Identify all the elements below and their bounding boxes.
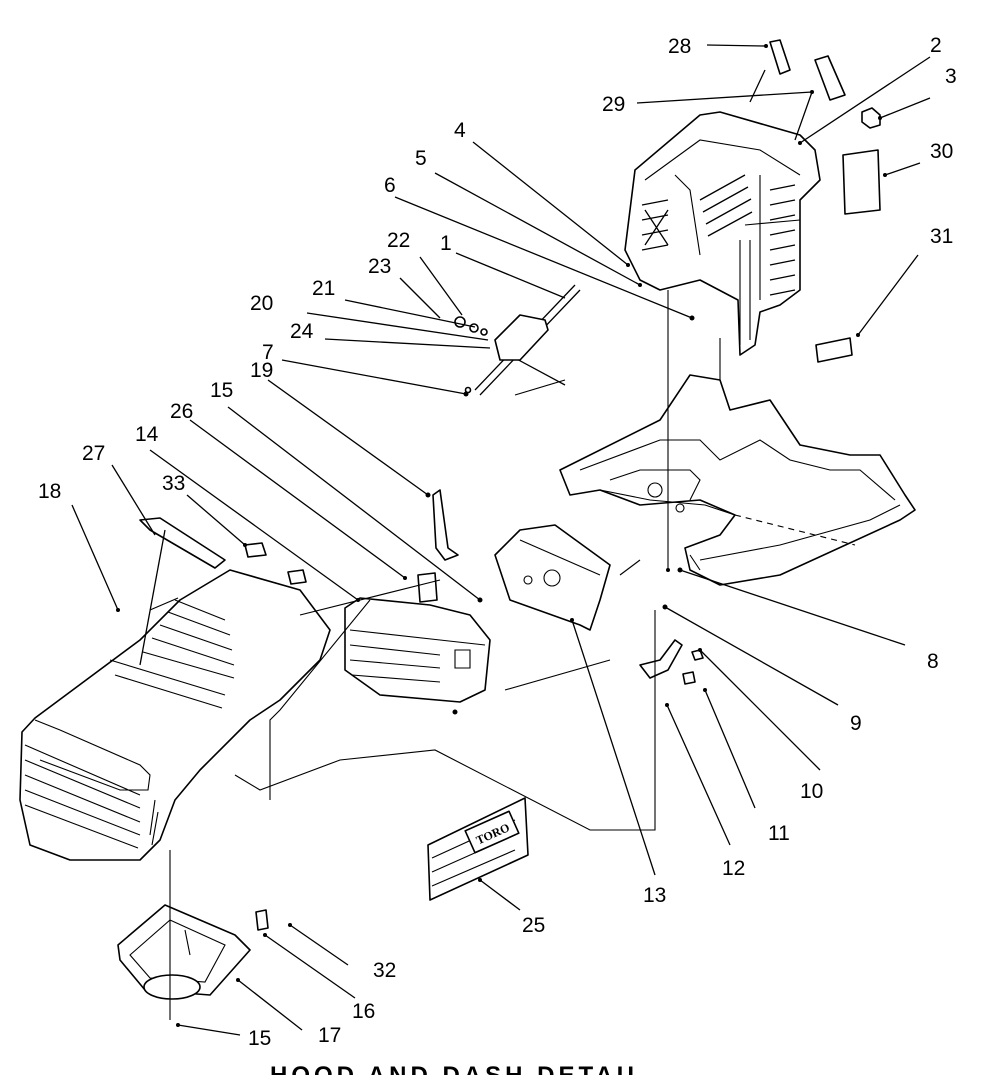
callout-32: 32 xyxy=(373,959,396,982)
callout-24: 24 xyxy=(290,320,314,343)
callout-23: 23 xyxy=(368,255,391,278)
callout-4: 4 xyxy=(454,119,466,142)
hood-part xyxy=(19,569,331,861)
bumper-33-part xyxy=(244,542,267,558)
callout-27: 27 xyxy=(82,442,105,465)
callout-labels: 1 2 3 4 5 6 7 8 9 10 11 12 13 14 15 16 1… xyxy=(38,34,957,1050)
nut-10-part xyxy=(691,649,704,661)
trim-strip-27-part xyxy=(139,517,226,569)
bumper-33b-part xyxy=(287,569,307,585)
callout-8: 8 xyxy=(927,650,939,673)
leader-dots xyxy=(116,44,887,1027)
clip-16-part xyxy=(255,909,269,931)
callout-17: 17 xyxy=(318,1024,341,1047)
callout-13: 13 xyxy=(643,884,666,907)
callout-10: 10 xyxy=(800,780,823,803)
callout-12: 12 xyxy=(722,857,745,880)
bracket-19-part xyxy=(432,489,459,561)
grille-25-part: TORO xyxy=(427,797,529,901)
callout-19: 19 xyxy=(250,359,273,382)
callout-3: 3 xyxy=(945,65,957,88)
callout-1: 1 xyxy=(440,232,452,255)
assembly-lines xyxy=(169,219,801,1020)
callout-16: 16 xyxy=(352,1000,375,1023)
callout-28: 28 xyxy=(668,35,691,58)
rear-console-part xyxy=(624,111,821,356)
leader-lines xyxy=(71,44,931,1036)
callout-6: 6 xyxy=(384,174,396,197)
decal-31-part xyxy=(815,337,853,363)
decal-30-part xyxy=(842,149,881,215)
callout-25: 25 xyxy=(522,914,545,937)
callout-29: 29 xyxy=(602,93,625,116)
floor-pan-part xyxy=(559,374,916,586)
callout-21: 21 xyxy=(312,277,335,300)
bracket-12-part xyxy=(639,639,683,679)
callout-15-bottom: 15 xyxy=(248,1027,271,1050)
callout-18: 18 xyxy=(38,480,61,503)
decal-26-part xyxy=(417,572,438,603)
callout-11: 11 xyxy=(768,822,790,845)
callout-20: 20 xyxy=(250,292,273,315)
callout-2: 2 xyxy=(930,34,942,57)
callout-5: 5 xyxy=(415,147,427,170)
intake-17-part xyxy=(117,904,251,1000)
steering-shaft-part xyxy=(454,284,581,396)
dash-panel-part xyxy=(344,597,491,703)
callout-30: 30 xyxy=(930,140,953,163)
callout-15: 15 xyxy=(210,379,233,402)
callout-26: 26 xyxy=(170,400,193,423)
decal-28-part xyxy=(769,39,791,75)
callout-9: 9 xyxy=(850,712,862,735)
decal-29-part xyxy=(814,55,846,101)
callout-22: 22 xyxy=(387,229,410,252)
callout-31: 31 xyxy=(930,225,953,248)
callout-33: 33 xyxy=(162,472,185,495)
knob-3-part xyxy=(861,107,881,129)
dash-bracket-part xyxy=(494,524,611,631)
footer-caption: HOOD AND DASH DETAIL xyxy=(270,1064,730,1075)
callout-14: 14 xyxy=(135,423,159,446)
bolt-11-part xyxy=(682,671,696,685)
callout-7: 7 xyxy=(262,341,274,364)
